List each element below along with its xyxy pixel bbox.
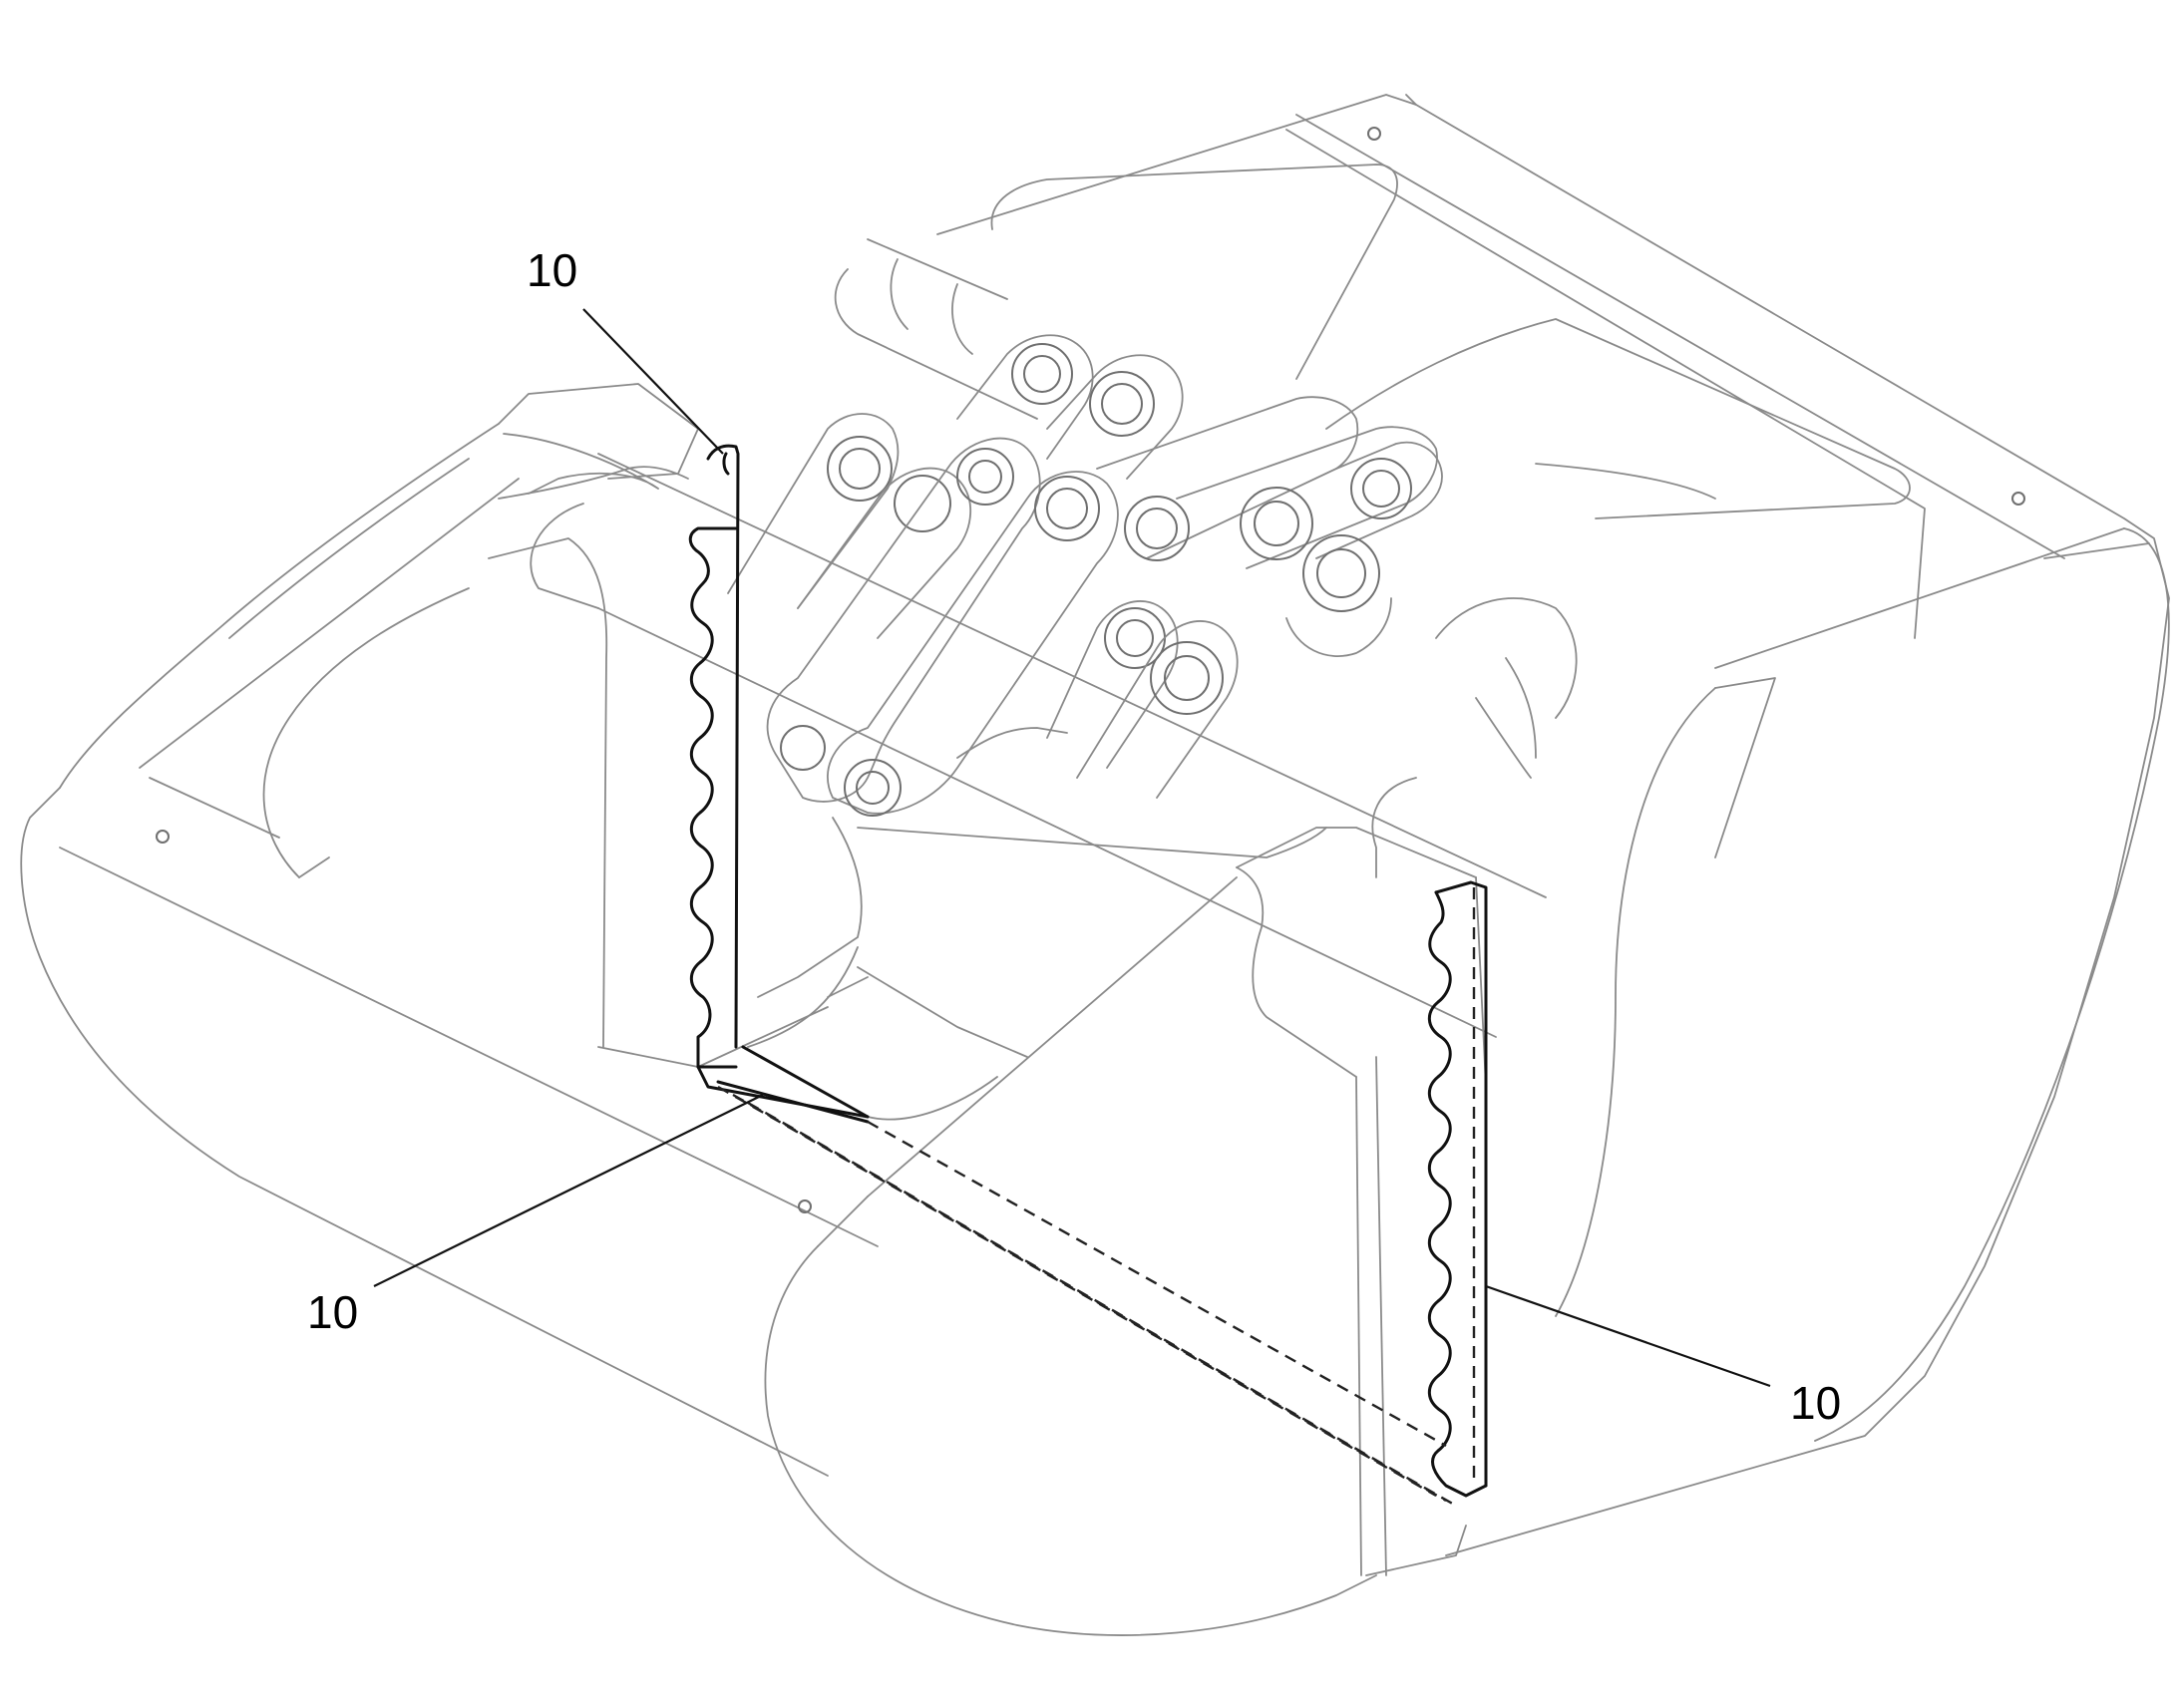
wear-strip-upper-left <box>688 444 870 1124</box>
bucket-body <box>936 94 2170 1556</box>
wear-strip-floor <box>717 1085 1457 1508</box>
leader-lines <box>373 308 1771 1388</box>
reference-label-right: 10 <box>1790 1377 1842 1429</box>
wear-strip-right <box>1427 880 1488 1498</box>
leader-line-floor <box>373 1094 764 1287</box>
cross-shaft <box>530 238 1578 1038</box>
bucket-front <box>597 817 1487 1636</box>
reference-label-upper: 10 <box>527 244 578 296</box>
linkage-plates <box>727 334 1443 817</box>
left-side-plate <box>20 383 879 1477</box>
reference-label-floor: 10 <box>307 1286 359 1338</box>
leader-line-right <box>1485 1284 1771 1388</box>
leader-line-upper <box>582 308 724 455</box>
